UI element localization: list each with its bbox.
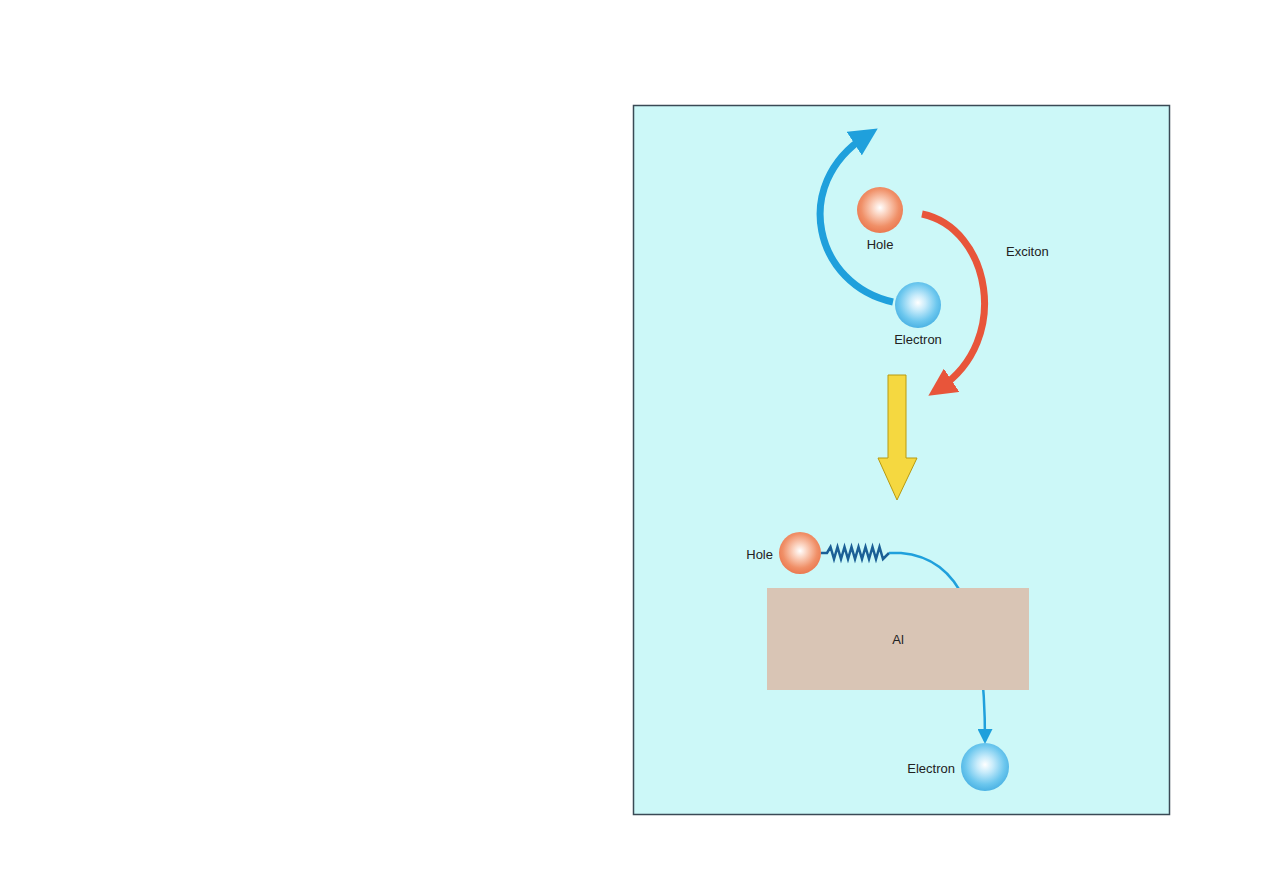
hole-particle: Hole [779, 532, 821, 574]
particle-label: Electron [894, 333, 942, 347]
particle-label: Hole [867, 238, 894, 252]
down-arrow [878, 375, 917, 500]
hole-particle: Hole [857, 187, 903, 233]
particle-label: Electron [907, 762, 955, 776]
electron-particle: Electron [961, 743, 1009, 791]
electron-particle: Electron [895, 282, 941, 328]
metal-layer: Al [767, 588, 1029, 690]
particle-label: Hole [746, 548, 773, 562]
spring-bond [821, 547, 889, 559]
layer-label: Al [892, 632, 904, 647]
annotation-label: Exciton [1006, 245, 1049, 259]
panel [634, 106, 1170, 815]
